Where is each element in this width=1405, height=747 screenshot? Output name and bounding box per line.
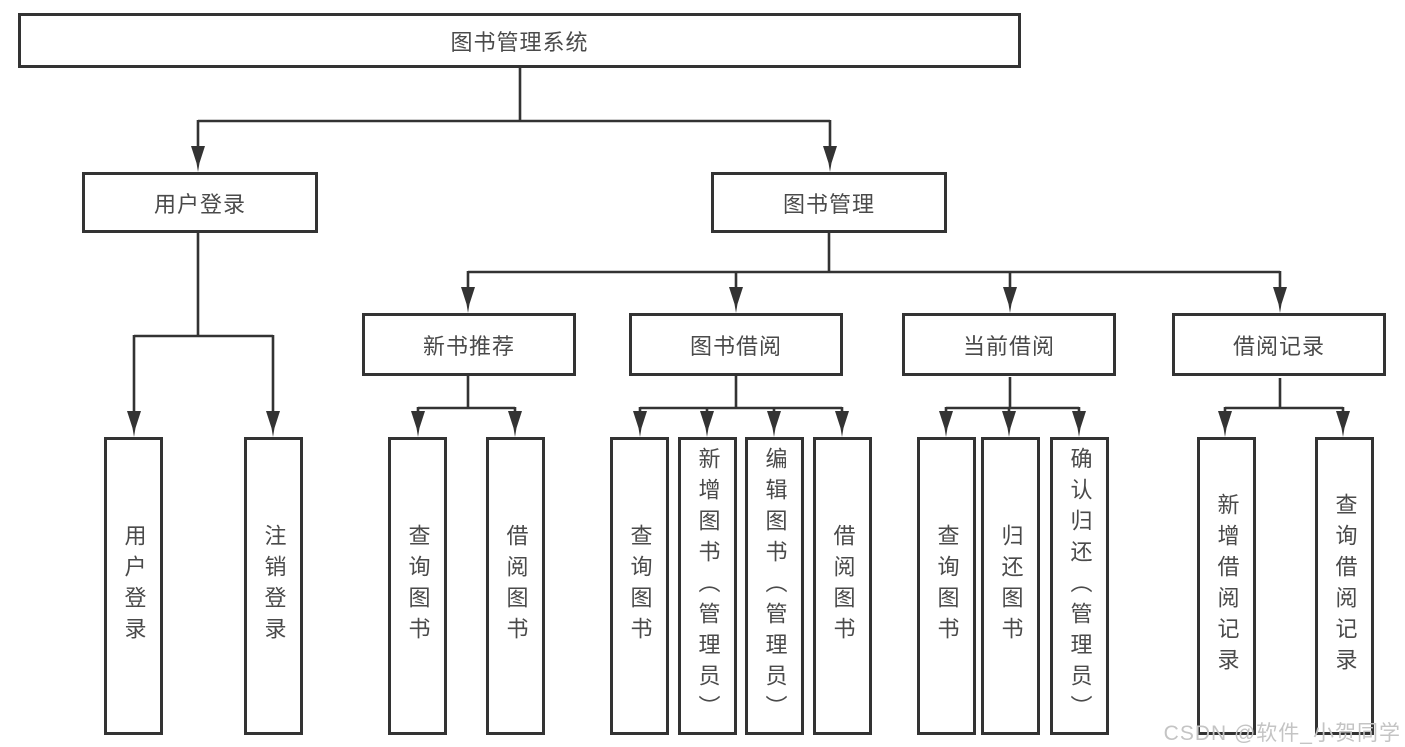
leaf-add-borrow-record: 新增借阅记录 [1197, 437, 1256, 735]
arrowhead-icon [1003, 287, 1017, 313]
arrowhead-icon [411, 411, 425, 437]
node-book-borrow: 图书借阅 [629, 313, 843, 376]
leaf-return-books: 归还图书 [981, 437, 1040, 735]
arrowhead-icon [1072, 411, 1086, 437]
arrowhead-icon [939, 411, 953, 437]
leaf-borrow-books: 借阅图书 [813, 437, 872, 735]
leaf-query-borrow-record: 查询借阅记录 [1315, 437, 1374, 735]
arrowhead-group [127, 146, 1350, 437]
arrowhead-icon [835, 411, 849, 437]
arrowhead-icon [461, 287, 475, 313]
arrowhead-icon [823, 146, 837, 172]
leaf-recommend-borrow-books: 借阅图书 [486, 437, 545, 735]
arrowhead-icon [729, 287, 743, 313]
leaf-logout: 注销登录 [244, 437, 303, 735]
tree-connector-path [132, 68, 1345, 414]
arrowhead-icon [266, 411, 280, 437]
leaf-confirm-return-admin: 确认归还（管理员） [1050, 437, 1109, 735]
leaf-current-query-books: 查询图书 [917, 437, 976, 735]
leaf-user-login: 用户登录 [104, 437, 163, 735]
leaf-borrow-query-books: 查询图书 [610, 437, 669, 735]
node-new-book-recommend: 新书推荐 [362, 313, 576, 376]
node-book-management: 图书管理 [711, 172, 947, 233]
arrowhead-icon [191, 146, 205, 172]
arrowhead-icon [127, 411, 141, 437]
node-current-borrow: 当前借阅 [902, 313, 1116, 376]
node-borrow-records: 借阅记录 [1172, 313, 1386, 376]
leaf-edit-books-admin: 编辑图书（管理员） [745, 437, 804, 735]
arrowhead-icon [633, 411, 647, 437]
arrowhead-icon [508, 411, 522, 437]
arrowhead-icon [767, 411, 781, 437]
arrowhead-icon [1273, 287, 1287, 313]
node-library-system: 图书管理系统 [18, 13, 1021, 68]
arrowhead-icon [1336, 411, 1350, 437]
node-user-login: 用户登录 [82, 172, 318, 233]
leaf-recommend-query-books: 查询图书 [388, 437, 447, 735]
leaf-add-books-admin: 新增图书（管理员） [678, 437, 737, 735]
arrowhead-icon [700, 411, 714, 437]
csdn-watermark: CSDN @软件_小贺同学 [1163, 722, 1401, 745]
arrowhead-icon [1002, 411, 1016, 437]
arrowhead-icon [1218, 411, 1232, 437]
